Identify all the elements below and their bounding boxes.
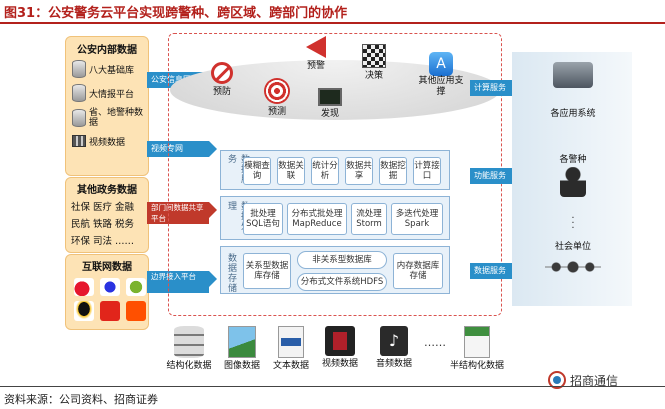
bottom-source-video: 视频数据: [316, 326, 364, 369]
figure-title: 图31：公安警务云平台实现跨警种、跨区域、跨部门的协作: [4, 6, 348, 21]
ellipsis-dots: ···: [571, 213, 575, 234]
database-icon: [72, 84, 86, 102]
title-divider: [0, 22, 665, 24]
taobao-icon: [126, 301, 146, 321]
internet-data-panel: 互联网数据: [65, 254, 149, 330]
baidu-icon: [100, 278, 120, 296]
service-cell: 数据共享: [345, 157, 373, 185]
bottom-source-text: 文本数据: [267, 326, 315, 371]
service-cell: 计算接口: [413, 157, 441, 185]
no-sign-icon: [211, 62, 233, 84]
publisher-logo: 招商通信: [548, 371, 618, 389]
image-icon: [228, 326, 256, 358]
gov-data-header: 其他政务数据: [77, 185, 137, 196]
source-note: 资料来源：公司资料、招商证券: [4, 393, 158, 406]
gov-row: 民航 铁路 税务: [71, 219, 135, 230]
processing-cell: 分布式批处理 MapReduce: [287, 203, 347, 235]
jd-icon: [100, 301, 120, 321]
weibo-icon: [74, 278, 94, 296]
app-other: A 其他应用支撑: [418, 52, 464, 98]
internal-data-header: 公安内部数据: [77, 45, 137, 56]
bottom-source-structured: 结构化数据: [163, 326, 215, 371]
service-cell: 数据关联: [277, 157, 305, 185]
service-cell: 统计分析: [311, 157, 339, 185]
internal-item: 大情报平台: [72, 84, 144, 102]
server-icon: [553, 62, 593, 88]
document-icon: [278, 326, 304, 358]
processing-cell: 流处理 Storm: [351, 203, 387, 235]
app-discover: 发现: [316, 88, 344, 119]
internal-item: 视频数据: [72, 135, 144, 148]
service-cell: 数据挖掘: [379, 157, 407, 185]
gov-row: 社保 医疗 金融: [71, 202, 135, 213]
database-stack-icon: [174, 326, 204, 358]
app-warn: 预警: [302, 36, 330, 71]
processing-cell: 批处理 SQL语句: [243, 203, 283, 235]
layer-label: 数据存储: [226, 253, 236, 293]
node-app-systems: 各应用系统: [530, 62, 616, 119]
police-officer-icon: [560, 167, 586, 197]
gov-data-panel: 其他政务数据 社保 医疗 金融 民航 铁路 税务 环保 司法 ……: [65, 177, 149, 253]
bottom-source-semistructured: 半结构化数据: [446, 326, 508, 371]
layer-data-storage: 数据存储 关系型数据库存储 非关系型数据库 分布式文件系统HDFS 内存数据库存…: [220, 246, 450, 294]
bottom-ellipsis: ……: [424, 336, 446, 349]
node-police-types: 各警种: [530, 152, 616, 197]
bottom-source-audio: ♪ 音频数据: [370, 326, 418, 369]
chess-icon: [362, 44, 386, 68]
arrow-boundary: 边界接入平台: [147, 271, 217, 293]
spreadsheet-icon: [464, 326, 490, 358]
logo-icon: [548, 371, 566, 389]
qq-icon: [74, 301, 94, 321]
storage-cell: 关系型数据库存储: [243, 253, 291, 289]
film-icon: [325, 326, 355, 356]
gov-row: 环保 司法 ……: [71, 236, 135, 247]
storage-cell: 内存数据库存储: [393, 253, 443, 289]
internet-data-header: 互联网数据: [82, 262, 132, 273]
app-prevent: 预防: [208, 62, 236, 97]
arrow-video-net: 视频专网: [147, 141, 217, 157]
audio-icon: ♪: [380, 326, 408, 356]
internal-item: 省、地警种数据: [72, 108, 144, 129]
internal-item: 八大基础库: [72, 60, 144, 78]
service-cell: 模糊查询: [243, 157, 271, 185]
internal-data-panel: 公安内部数据 八大基础库 大情报平台 省、地警种数据 视频数据: [65, 36, 149, 176]
network-icon: [545, 256, 601, 278]
wechat-icon: [126, 278, 146, 296]
megaphone-icon: [306, 36, 326, 58]
footer-divider: [0, 386, 665, 387]
arrow-gov-share: 部门间数据共享平台: [147, 202, 217, 224]
node-social-units: ··· 社会单位: [530, 213, 616, 278]
database-icon: [72, 109, 86, 128]
storage-cell: 分布式文件系统HDFS: [297, 273, 387, 291]
processing-cell: 多迭代处理 Spark: [391, 203, 443, 235]
app-decide: 决策: [360, 44, 388, 81]
video-grid-icon: [72, 135, 86, 148]
bottom-source-image: 图像数据: [218, 326, 266, 371]
database-icon: [72, 60, 86, 78]
app-predict: 预测: [262, 78, 292, 117]
layer-data-service: 数据服务 模糊查询 数据关联 统计分析 数据共享 数据挖掘 计算接口: [220, 150, 450, 190]
storage-cell: 非关系型数据库: [297, 251, 387, 269]
target-icon: [264, 78, 290, 104]
app-store-icon: A: [429, 52, 453, 76]
layer-data-processing: 数据处理 批处理 SQL语句 分布式批处理 MapReduce 流处理 Stor…: [220, 196, 450, 240]
monitor-icon: [318, 88, 342, 106]
